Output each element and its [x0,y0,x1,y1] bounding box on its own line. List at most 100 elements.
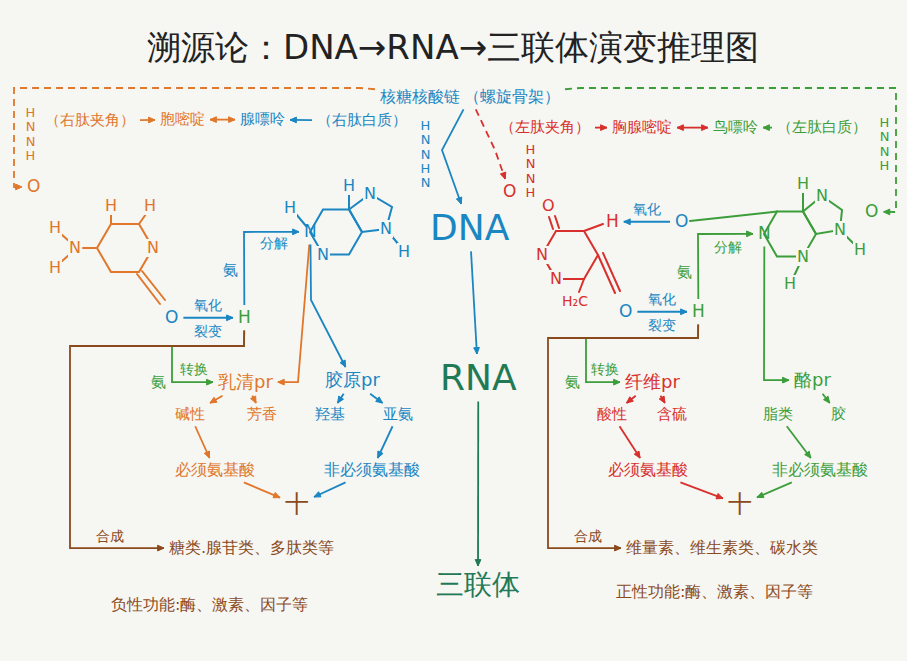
concept-node: 亚氨 [380,405,416,424]
arrow-connector [471,251,479,354]
arrow-connector [14,88,375,190]
arrow-connector [338,394,344,403]
arrow-head [278,379,284,385]
connector-line [442,109,464,204]
connector-line [620,426,641,458]
arrow-head [614,379,620,385]
bond [579,279,584,292]
connector-line [471,251,477,354]
connector-line [370,394,382,403]
arrow-connector [244,482,280,497]
arrow-connector [310,245,345,367]
arrow-head [615,545,621,551]
concept-node: N [301,221,320,243]
arrow-connector [195,426,209,458]
arrow-head [747,231,753,237]
arrow-head [716,493,723,498]
concept-node: 鸟嘌呤 [710,118,761,137]
concept-node: 必须氨基酸 [605,460,691,480]
node-text: 十 [285,491,309,519]
arrow-head [293,229,299,235]
node-text: N [758,224,771,244]
arrow-connector [251,396,256,403]
concept-node: 酪pr [791,369,834,392]
arrow-head [883,209,889,215]
concept-node: 十 [725,490,755,520]
atom-label: N [815,187,829,205]
edge-label: 合成 [95,529,125,544]
arrow-connector [627,396,636,403]
node-text: （右肽夹角） [45,112,135,129]
concept-node: （右肽夹角） [42,111,138,130]
node-text: 腺嘌呤 [240,111,285,128]
connector-line [210,396,223,403]
vertical-chain-label: HNNHN [419,119,432,190]
arrow-head [601,125,607,131]
connector-line [627,396,636,403]
node-text: 碱性 [175,406,205,423]
arrow-connector [378,426,393,458]
concept-node: 羟基 [312,405,348,424]
atom-label: H [853,241,867,259]
cytosine-ring [61,214,165,304]
arrow-connector [764,247,789,383]
concept-node: H [235,307,254,329]
arrow-head [702,125,708,131]
concept-node: 必须氨基酸 [172,460,258,480]
double-bond [555,216,559,228]
node-text: 脂类 [763,406,793,423]
concept-node: 非必须氨基酸 [321,460,423,480]
concept-node: O [862,201,881,223]
node-text: 必须氨基酸 [175,461,255,479]
arrow-head [378,451,383,458]
arrow-head [158,545,164,551]
edge-label: 分解 [259,236,289,251]
atom-label: N [833,221,847,239]
node-text: （螺旋骨架） [464,88,560,106]
adenine-ring [296,194,399,255]
connector-line [314,482,346,497]
connector-line [310,245,345,367]
arrow-head [757,492,764,497]
node-text: 胶原pr [325,370,380,391]
edge-label: 转换 [590,362,620,377]
node-text: （右肽白质） [317,112,407,129]
bond [83,247,97,249]
double-bond [142,271,165,300]
node-text: 胞嘧啶 [160,111,205,128]
concept-node: N [755,223,774,245]
arrow-connector [140,117,155,123]
arrow-head [763,125,769,131]
arrow-connector [624,219,670,225]
arrow-connector [659,396,665,403]
concept-node: 胶 [828,405,849,424]
node-text: H [238,308,251,328]
node-text: 正性功能:酶、激素、因子等 [616,583,813,601]
double-bond [549,217,553,229]
concept-node: （左肽夹角） [497,118,593,137]
node-text: O [503,182,516,202]
node-text: N [304,222,317,242]
node-text: 胶 [831,406,846,423]
connector-line [624,221,670,223]
connector-line [764,247,789,381]
atom-label: N [549,270,563,288]
bond [802,193,804,211]
arrow-head [824,396,830,403]
atom-label: H [48,259,62,277]
node-text: 糖类.腺苷类、多肽类等 [169,539,334,557]
arrow-connector [475,401,481,566]
node-text: O [619,302,632,322]
arrow-connector [757,482,792,497]
arrow-head [475,560,481,566]
connector-line [787,426,811,458]
concept-node: O [616,301,635,323]
arrow-head [149,117,155,123]
ring-bond [97,224,153,272]
arrow-head [627,397,634,403]
arrow-head [340,360,345,367]
node-text: 维量素、维生素类、碳水类 [626,539,818,557]
arrow-connector [210,396,223,403]
arrow-head [16,184,22,190]
arrow-connector [290,117,312,123]
